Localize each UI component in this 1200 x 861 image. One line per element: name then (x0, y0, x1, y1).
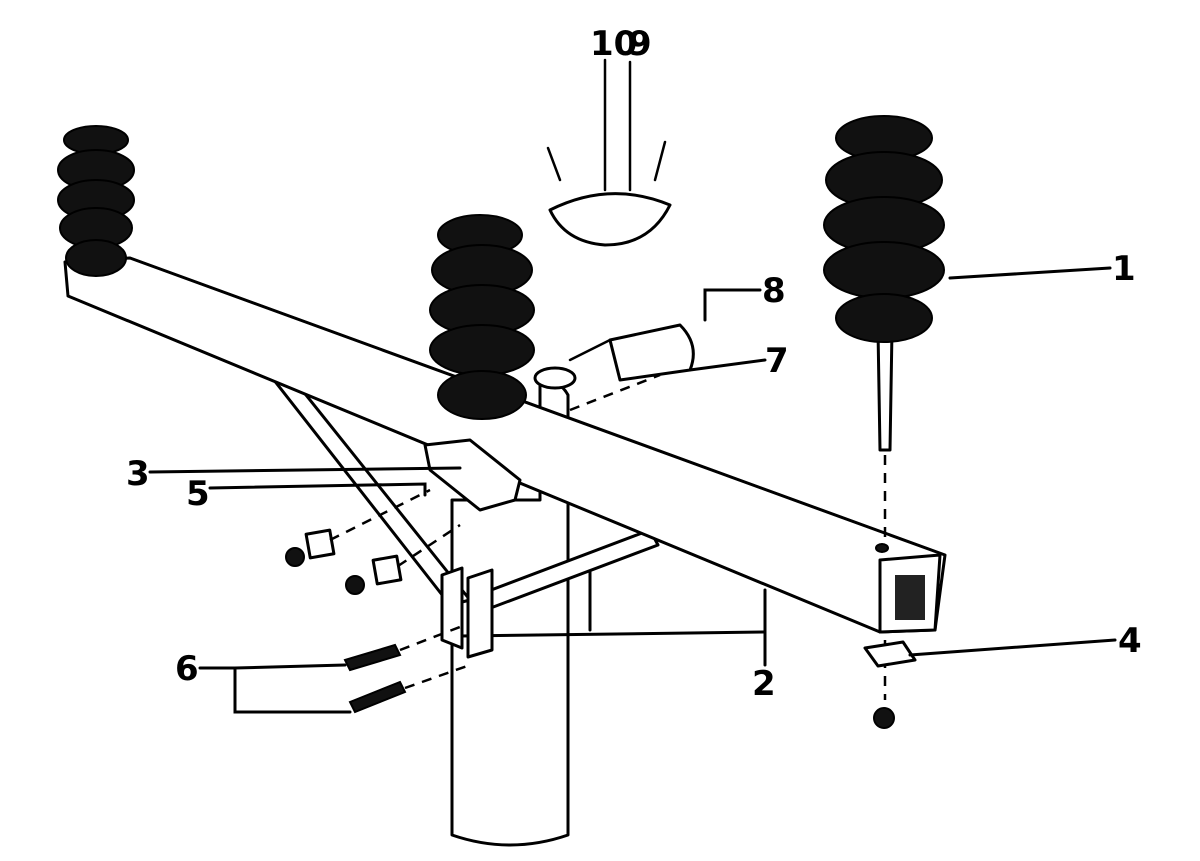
callout-10: 10 (590, 24, 637, 64)
callouts: 1 2 3 4 5 6 7 8 9 10 (126, 24, 1142, 704)
pole-top-cap (546, 58, 672, 247)
leader-lines (148, 266, 1117, 714)
insulator-right (823, 115, 945, 343)
gain (568, 323, 695, 412)
hardware (285, 488, 917, 729)
insulator-left (57, 125, 135, 277)
mounting-bracket (423, 438, 522, 512)
pole-bracket (440, 566, 494, 659)
callout-8: 8 (762, 271, 786, 311)
callout-2: 2 (752, 664, 776, 704)
callout-3: 3 (126, 454, 150, 494)
callout-7: 7 (765, 341, 789, 381)
callout-5: 5 (186, 474, 210, 514)
callout-4: 4 (1118, 621, 1142, 661)
callout-1: 1 (1112, 249, 1136, 289)
callout-9: 9 (628, 24, 652, 64)
callout-6: 6 (175, 649, 199, 689)
insulator-center (429, 214, 535, 420)
